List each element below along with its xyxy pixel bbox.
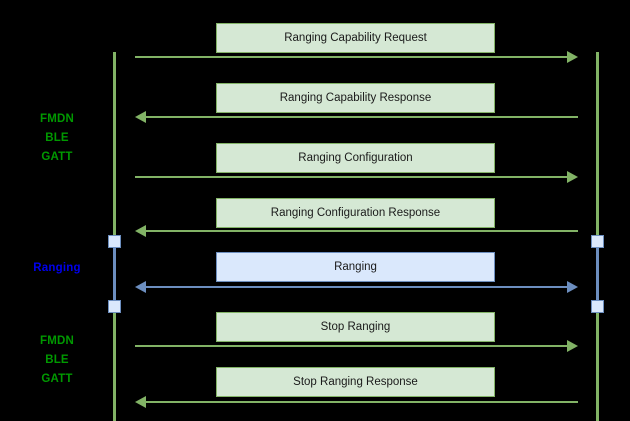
message-box-ranging-capability-response: Ranging Capability Response bbox=[216, 83, 495, 113]
activation-left-handle-start[interactable] bbox=[108, 235, 121, 248]
activation-left-handle-end[interactable] bbox=[108, 300, 121, 313]
arrowhead-left-icon bbox=[135, 396, 146, 408]
message-arrow-stop-ranging-response bbox=[135, 396, 578, 408]
message-arrow-ranging-configuration-response bbox=[135, 225, 578, 237]
message-arrow-ranging bbox=[135, 281, 578, 293]
arrowhead-right-icon bbox=[567, 51, 578, 63]
phase-label-fmdn-top: FMDN BLE GATT bbox=[39, 113, 74, 163]
message-box-ranging-configuration: Ranging Configuration bbox=[216, 143, 495, 173]
arrow-shaft bbox=[145, 116, 578, 118]
arrow-shaft bbox=[135, 56, 568, 58]
message-box-ranging-configuration-response: Ranging Configuration Response bbox=[216, 198, 495, 228]
activation-right-handle-end[interactable] bbox=[591, 300, 604, 313]
activation-right-bar bbox=[596, 241, 599, 306]
message-box-stop-ranging-response: Stop Ranging Response bbox=[216, 367, 495, 397]
arrowhead-right-icon bbox=[567, 281, 578, 293]
arrowhead-left-icon bbox=[135, 281, 146, 293]
arrow-shaft bbox=[145, 401, 578, 403]
arrowhead-left-icon bbox=[135, 225, 146, 237]
message-arrow-ranging-configuration bbox=[135, 171, 578, 183]
message-arrow-stop-ranging bbox=[135, 340, 578, 352]
message-arrow-ranging-capability-response bbox=[135, 111, 578, 123]
activation-right-handle-start[interactable] bbox=[591, 235, 604, 248]
message-box-stop-ranging: Stop Ranging bbox=[216, 312, 495, 342]
arrowhead-right-icon bbox=[567, 171, 578, 183]
activation-left-bar bbox=[113, 241, 116, 306]
message-box-ranging-capability-request: Ranging Capability Request bbox=[216, 23, 495, 53]
phase-label-ranging: Ranging bbox=[33, 262, 81, 274]
message-arrow-ranging-capability-request bbox=[135, 51, 578, 63]
phase-label-fmdn-bottom: FMDN BLE GATT bbox=[39, 335, 74, 385]
arrow-shaft bbox=[145, 286, 568, 288]
arrow-shaft bbox=[135, 176, 568, 178]
arrowhead-right-icon bbox=[567, 340, 578, 352]
message-box-ranging: Ranging bbox=[216, 252, 495, 282]
arrow-shaft bbox=[135, 345, 568, 347]
arrow-shaft bbox=[145, 230, 578, 232]
arrowhead-left-icon bbox=[135, 111, 146, 123]
